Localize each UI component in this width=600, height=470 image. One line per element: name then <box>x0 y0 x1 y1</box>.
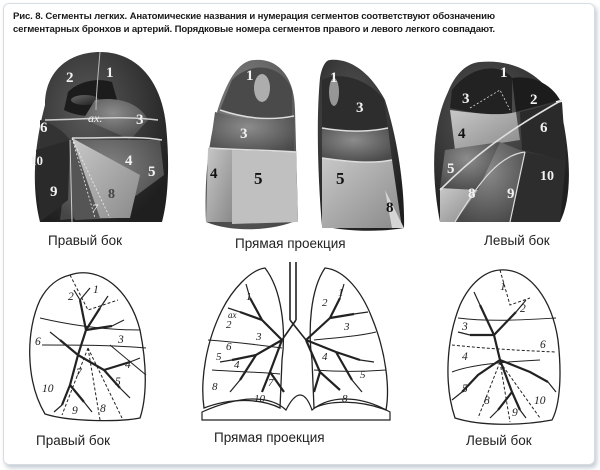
sketch-front-r-seg-2: 2 <box>226 319 232 331</box>
photo-right-seg-ax: ax. <box>88 111 102 125</box>
photo-left-seg-5: 5 <box>447 161 455 177</box>
photo-left-seg-10: 10 <box>540 169 554 184</box>
sketch-right-segment-labels: 1 2 3 6 4 5 7 8 9 10 <box>35 284 131 417</box>
sketch-left-seg-5: 5 <box>462 383 468 395</box>
photo-right-segment-labels: 2 1 ax. 3 6 10 4 5 9 7 8 <box>30 65 156 215</box>
sketch-left-view-label: Левый бок <box>466 433 532 448</box>
photo-left-view-label: Левый бок <box>484 233 550 248</box>
sketch-front-r-seg-1: 1 <box>246 291 252 303</box>
sketch-left-seg-1: 1 <box>500 281 506 293</box>
sketch-front-r-seg-3: 3 <box>255 331 262 343</box>
photo-front-right-lung <box>205 59 298 230</box>
photo-front-l-seg-8: 8 <box>386 200 394 216</box>
photo-left-segment-labels: 3 2 1 4 6 5 8 9 10 <box>447 65 554 202</box>
photo-front-view-label: Прямая проекция <box>235 236 346 251</box>
caption-line-2: сегментарных бронхов и артерий. Порядков… <box>13 24 495 35</box>
sketch-left-seg-4: 4 <box>462 351 468 363</box>
sketch-right-seg-10: 10 <box>42 383 54 395</box>
photo-left-seg-2: 2 <box>530 92 538 108</box>
sketch-front-l-seg-1: 1 <box>338 287 344 299</box>
photo-left-seg-6: 6 <box>540 120 548 136</box>
photo-left-seg-8: 8 <box>468 186 476 202</box>
photo-right-seg-10: 10 <box>30 153 43 168</box>
photo-front-r-seg-1: 1 <box>246 68 254 84</box>
photo-right-view-label: Правый бок <box>48 233 123 248</box>
photo-left-lung <box>434 61 569 223</box>
photo-front-l-seg-1: 1 <box>330 70 338 86</box>
sketch-left-seg-8: 8 <box>484 395 490 407</box>
sketch-front-l-seg-5: 5 <box>360 369 366 381</box>
sketch-front-r-seg-6: 6 <box>226 341 232 353</box>
sketch-front-r-seg-10: 10 <box>254 393 266 405</box>
photo-left-seg-3: 3 <box>462 91 470 107</box>
photo-right-seg-8: 8 <box>108 187 115 202</box>
photo-left-seg-9: 9 <box>507 186 515 202</box>
sketch-right-seg-4: 4 <box>125 359 131 371</box>
sketch-front-r-seg-ax: ax <box>228 310 237 320</box>
photo-front-r-seg-4: 4 <box>210 166 218 182</box>
photo-right-seg-4: 4 <box>125 153 133 169</box>
photo-right-seg-6: 6 <box>40 120 48 136</box>
sketch-right-seg-5: 5 <box>115 376 121 388</box>
photo-front-r-seg-5: 5 <box>254 169 263 188</box>
photo-left-seg-1: 1 <box>500 65 508 81</box>
sketch-left-segment-labels: 1 2 3 4 5 6 8 9 10 <box>461 281 546 419</box>
sketch-front-l-seg-3: 3 <box>343 321 350 333</box>
sketch-right-view-label: Правый бок <box>36 433 111 448</box>
sketch-left-lung <box>447 269 561 425</box>
photo-right-seg-1: 1 <box>106 65 114 81</box>
sketch-right-lung <box>29 272 147 422</box>
photo-front-left-lung <box>317 59 405 231</box>
sketch-right-seg-7: 7 <box>76 367 83 379</box>
figure-caption: Рис. 8. Сегменты легких. Анатомические н… <box>13 10 588 36</box>
photo-right-seg-9: 9 <box>50 184 58 200</box>
sketch-right-seg-9: 9 <box>72 405 78 417</box>
photo-left-seg-4: 4 <box>458 126 466 142</box>
sketch-front-r-seg-4: 4 <box>234 359 240 371</box>
photo-front-r-seg-3: 3 <box>240 126 248 142</box>
photo-front-l-seg-5: 5 <box>336 169 345 188</box>
photo-front-segment-labels: 1 3 4 5 1 3 5 8 <box>210 68 394 216</box>
sketch-front-segment-labels: ax 1 2 3 4 5 6 7 8 10 1 2 3 4 5 8 <box>212 287 366 405</box>
sketch-front-l-seg-2: 2 <box>322 297 328 309</box>
sketch-front-l-seg-4: 4 <box>322 351 328 363</box>
sketch-right-seg-2: 2 <box>68 291 74 303</box>
sketch-left-seg-2: 2 <box>520 303 526 315</box>
photo-right-lung <box>34 51 169 223</box>
sketch-front-view-label: Прямая проекция <box>214 430 325 445</box>
photo-right-seg-3: 3 <box>136 112 144 128</box>
photo-right-seg-5: 5 <box>148 164 156 180</box>
photo-front-l-seg-3: 3 <box>356 100 364 116</box>
photo-right-seg-7: 7 <box>92 201 99 215</box>
sketch-right-seg-3: 3 <box>117 334 124 346</box>
sketch-front-r-seg-5: 5 <box>216 351 222 363</box>
sketch-right-seg-1: 1 <box>93 284 99 296</box>
sketch-front-r-seg-7: 7 <box>268 377 274 389</box>
sketch-right-seg-8: 8 <box>100 403 106 415</box>
caption-line-1: Рис. 8. Сегменты легких. Анатомические н… <box>13 11 495 22</box>
sketch-front-l-seg-8: 8 <box>342 393 348 405</box>
sketch-right-seg-6: 6 <box>35 336 41 348</box>
sketch-left-seg-6: 6 <box>540 339 546 351</box>
sketch-left-seg-9: 9 <box>512 407 518 419</box>
photo-right-seg-2: 2 <box>66 70 74 86</box>
sketch-front-lungs <box>201 262 391 421</box>
sketch-left-seg-3: 3 <box>461 321 468 333</box>
sketch-left-seg-10: 10 <box>534 395 546 407</box>
sketch-front-r-seg-8: 8 <box>212 381 218 393</box>
